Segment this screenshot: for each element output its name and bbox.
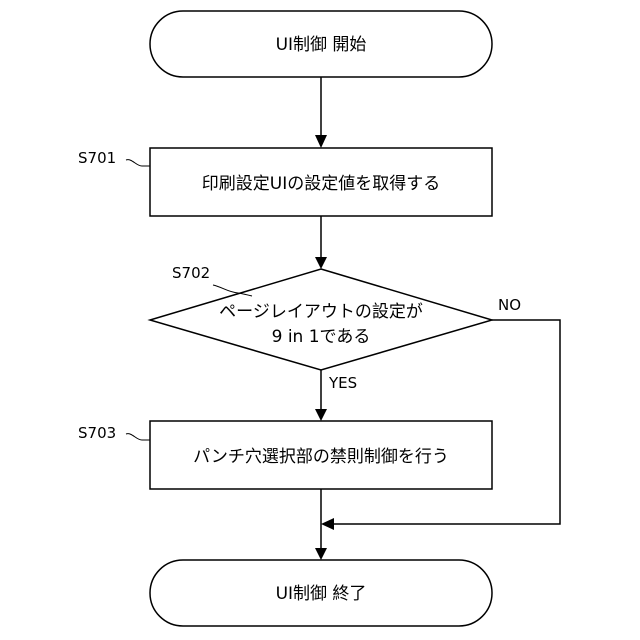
start-label: UI制御 開始 [276, 35, 367, 55]
step-id-s701: S701 [78, 149, 116, 167]
step-id-s702: S702 [172, 264, 210, 282]
arrowhead-s701 [315, 135, 327, 148]
process-s701-text: 印刷設定UIの設定値を取得する [202, 174, 440, 194]
arrowhead-s703 [315, 409, 327, 421]
decision-s702-text-line1: ページレイアウトの設定が [219, 302, 423, 322]
step-s702-leader [213, 285, 252, 296]
arrowhead-merge [321, 518, 334, 530]
process-s703-text: パンチ穴選択部の禁則制御を行う [193, 447, 449, 467]
branch-yes-label: YES [328, 374, 357, 392]
arrowhead-s702 [315, 257, 327, 269]
step-id-s703: S703 [78, 424, 116, 442]
step-s703-leader [126, 434, 150, 440]
arrowhead-end [315, 548, 327, 560]
decision-s702-text-line2: 9 in 1である [272, 327, 371, 347]
branch-no-label: NO [498, 296, 521, 314]
step-s701-leader [126, 160, 150, 166]
end-label: UI制御 終了 [276, 584, 367, 604]
